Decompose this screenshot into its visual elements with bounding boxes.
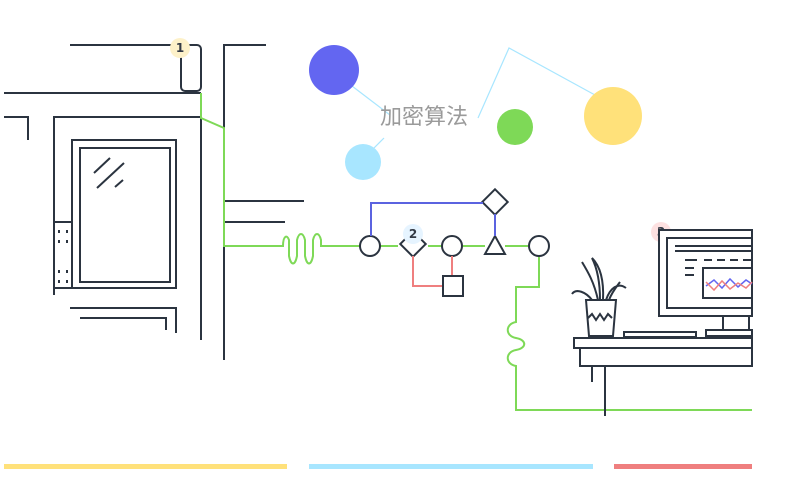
wall-panel	[180, 44, 202, 92]
green-bubble	[497, 109, 533, 145]
green-wire-down	[506, 256, 752, 411]
badge-1-label: 1	[176, 41, 184, 55]
flow-node-square	[442, 275, 464, 297]
badge-2-bg	[403, 224, 423, 244]
monitor-chart-line-red	[705, 279, 753, 292]
flow-node-circle	[528, 235, 550, 257]
monitor-chart-line-blue	[705, 277, 753, 290]
badge-1-bg	[170, 38, 190, 58]
flow-node-circle	[441, 235, 463, 257]
keyboard	[623, 331, 697, 338]
plant-icon	[571, 257, 627, 337]
desk	[573, 331, 753, 416]
flow-diagram	[359, 187, 550, 259]
red-connector	[412, 256, 443, 287]
purple-bubble	[309, 45, 359, 95]
page-title: 加密算法	[380, 105, 468, 130]
blue-connector	[370, 202, 483, 236]
building-structure	[4, 44, 304, 360]
flow-node-triangle	[483, 233, 507, 255]
progress-segment-blue	[309, 464, 593, 469]
door-hinge-dots	[58, 230, 68, 283]
door-hinge-panel	[53, 221, 73, 289]
monitor-icon	[658, 229, 753, 337]
flow-node-diamond	[480, 187, 510, 217]
door	[53, 139, 177, 289]
yellow-bubble	[584, 87, 642, 145]
bubble-connectors	[351, 47, 596, 159]
lightblue-bubble	[345, 144, 381, 180]
progress-segment-red	[614, 464, 752, 469]
progress-segment-yellow	[4, 464, 287, 469]
green-wire	[200, 93, 360, 265]
flow-node-circle	[359, 235, 381, 257]
badge-2-label: 2	[409, 227, 417, 241]
